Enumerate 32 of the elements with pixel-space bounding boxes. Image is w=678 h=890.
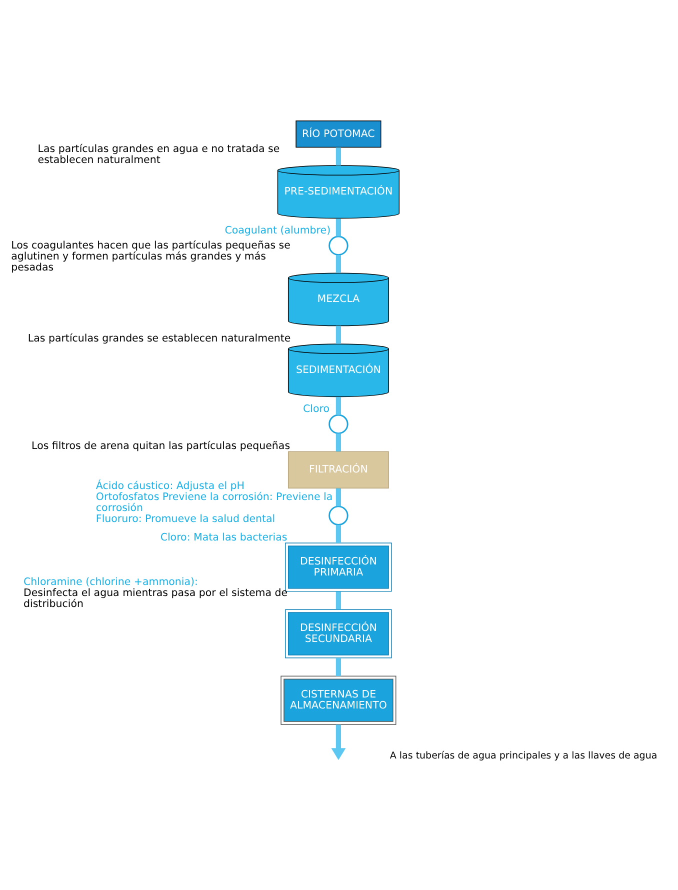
node-label: Cloro: Mata las bacterias [160, 531, 288, 544]
node-label: Coagulant (alumbre) [224, 224, 331, 237]
node-box: DESINFECCIÓN PRIMARIA [285, 542, 392, 592]
node-label: Los filtros de arena quitan las partículas pequeñas [32, 440, 290, 452]
node-label: Chloramine (chlorine +ammonia): [24, 576, 198, 588]
connector [336, 147, 341, 166]
connector [336, 658, 341, 676]
connector [336, 433, 341, 452]
arrow [331, 724, 346, 760]
node-label: Los coagulantes hacen que las partículas pequeñas se aglutinen y formen partículas más grandes y más pesadas [11, 239, 290, 274]
node-box: CISTERNAS DE ALMACENAMIENTO [280, 676, 396, 725]
node-label: Ácido cáustico: Adjusta el pH [96, 480, 245, 492]
connector [336, 326, 341, 344]
node-label: Desinfecta el agua mientras pasa por el sistema de distribución [24, 586, 288, 610]
connector [336, 488, 341, 506]
node-circle [328, 506, 348, 526]
node-circle [328, 236, 348, 256]
node-box: FILTRACIÓN [288, 451, 389, 489]
connector [336, 396, 341, 415]
node-label: Cloro [302, 403, 330, 416]
label: A las tuberías de agua principales y a las llaves de agua [390, 750, 658, 762]
node-label: Fluoruro: Promueve la salud dental [96, 512, 276, 525]
node-box: DESINFECCIÓN SECUNDARIA [285, 609, 392, 658]
node-label: Las partículas grandes se establecen naturalmente [28, 332, 291, 344]
node-label: Las partículas grandes en agua e no tratada se establecen naturalment [38, 142, 280, 166]
connector [336, 524, 341, 543]
node-box: RÍO POTOMAC [296, 120, 382, 148]
node-circle [328, 414, 348, 434]
connector [336, 591, 341, 610]
node-label: Ortofosfatos Previene la corrosión: Previene la corrosión [96, 491, 333, 514]
connector [336, 218, 341, 236]
connector [336, 255, 341, 273]
